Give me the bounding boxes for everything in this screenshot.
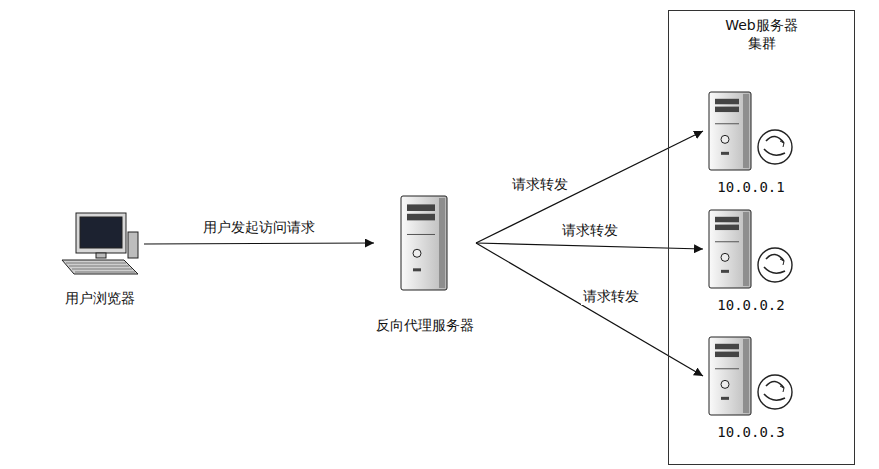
web-server-node: 10.0.0.3 (705, 336, 797, 442)
edge-label: 请求转发 (510, 176, 570, 193)
web-server-node: 10.0.0.1 (705, 91, 797, 197)
server-icon (393, 195, 457, 291)
node-label: 用户浏览器 (65, 290, 135, 308)
node-label: 10.0.0.1 (717, 179, 784, 197)
edge-label: 用户发起访问请求 (201, 219, 317, 236)
edge-label: 请求转发 (581, 288, 641, 305)
server-cluster: Web服务器 集群 10.0.0.1 10.0.0.2 10.0.0.3 (668, 10, 855, 465)
server-icon (705, 91, 797, 171)
server-icon (705, 336, 797, 416)
node-label: 10.0.0.2 (717, 297, 784, 315)
cluster-title: Web服务器 集群 (721, 17, 803, 52)
node-label: 10.0.0.3 (717, 424, 784, 442)
edge-label: 请求转发 (560, 222, 620, 239)
arrow-connector (144, 243, 374, 244)
server-icon (705, 209, 797, 289)
browser-node: 用户浏览器 (58, 212, 142, 308)
node-label: 反向代理服务器 (376, 317, 474, 335)
web-server-node: 10.0.0.2 (705, 209, 797, 315)
proxy-server-node: 反向代理服务器 (376, 195, 474, 335)
computer-icon (58, 212, 142, 276)
